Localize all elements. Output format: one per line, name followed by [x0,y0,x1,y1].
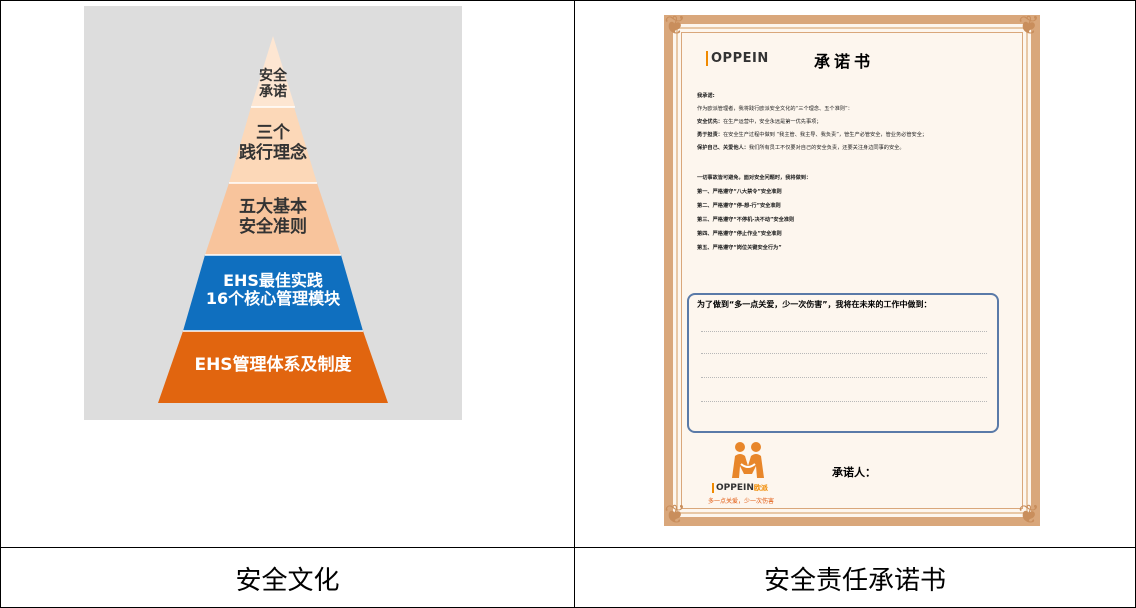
certificate-ornate-frame [664,15,1040,526]
table-border-top [0,0,1136,1]
tier-1-line-1: 安全 [259,68,287,84]
corner-ornament-icon: ❦ [1018,500,1040,530]
pledge-line: 第五、严格遵守“岗位关键安全行为” [697,245,782,251]
tier-5-line-1: EHS管理体系及制度 [194,355,352,375]
pledge-line: 我承诺: [697,93,715,99]
tier-2-line-2: 践行理念 [239,142,307,163]
corner-ornament-icon: ❦ [664,11,686,41]
pyramid-tier-4 [183,255,363,331]
footer-slogan: 多一点关爱，少一次伤害 [708,498,775,505]
responsibility-certificate: ❦ ❦ ❦ ❦ OPPEIN 承诺书 我承诺: 作为欧派管理者，我将践行欧派安全… [664,11,1040,530]
corner-ornament-icon: ❦ [1018,11,1040,41]
tier-4-line-2: 16个核心管理模块 [205,289,341,309]
pledge-writing-box: 为了做到“多一点关爱，少一次伤害”，我将在未来的工作中做到： [687,293,999,433]
corner-ornament-icon: ❦ [664,500,686,530]
pledge-line: 第一、严格遵守“八大禁令”安全准则 [697,189,782,195]
table-row-divider [0,547,1136,548]
certificate-title: 承诺书 [814,52,875,71]
certificate-brand-logo: OPPEIN [706,51,769,66]
tier-label-5: EHS管理体系及制度 [84,355,462,376]
pyramid-tier-3 [205,183,341,255]
table-border-left [0,0,1,608]
safety-culture-pyramid: 安全 承诺 三个 践行理念 五大基本 安全准则 EHS最佳实践 16个核心管理模… [84,6,462,420]
tier-3-line-2: 安全准则 [239,216,307,237]
pledge-line: 作为欧派管理者，我将践行欧派安全文化的“三个理念、五个准则”： [697,106,853,112]
pledge-line: 一切事故皆可避免，面对安全问题时，我将做到： [697,175,812,181]
footer-brand-logo: OPPEIN欧派 [712,483,768,493]
pyramid-tier-2 [229,107,317,183]
pledge-line: 第四、严格遵守“停止作业”安全准则 [697,231,782,237]
pyramid-tier-1 [251,36,295,107]
pledge-line: 保护自己、关爱他人：我们所有员工不仅要对自己的安全负责，还要关注身边同事的安全。 [697,145,905,151]
tier-3-line-1: 五大基本 [239,197,307,217]
tier-label-1: 安全 承诺 [84,68,462,100]
writing-line [701,377,987,378]
caption-safety-culture: 安全文化 [235,565,340,596]
tier-2-line-1: 三个 [256,123,290,143]
pledge-line: 安全优先：在生产运营中，安全永远是第一优先事项； [697,119,822,125]
tier-1-line-2: 承诺 [259,84,287,101]
tier-label-4: EHS最佳实践 16个核心管理模块 [84,271,462,309]
writing-line [701,331,987,332]
pyramid-graphic [158,36,388,403]
signer-label: 承诺人： [832,466,876,479]
tier-label-2: 三个 践行理念 [84,123,462,163]
pledge-line: 第二、严格遵守“停-想-行”安全准则 [697,203,781,209]
writing-line [701,401,987,402]
pyramid-tier-5 [158,331,388,403]
table-border-middle [574,0,575,608]
pledge-line: 勇于担责：在安全生产过程中做到 “我主管、我主导、我负责”，管生产必管安全，管业… [697,132,928,138]
caption-responsibility-pledge: 安全责任承诺书 [763,565,946,596]
pledge-line: 第三、严格遵守“不停机-决不动”安全准则 [697,217,795,223]
caring-people-icon [732,442,764,478]
tier-label-3: 五大基本 安全准则 [84,197,462,237]
writing-line [701,353,987,354]
tier-4-line-1: EHS最佳实践 [223,271,323,290]
pledge-box-title: 为了做到“多一点关爱，少一次伤害”，我将在未来的工作中做到： [697,300,932,309]
